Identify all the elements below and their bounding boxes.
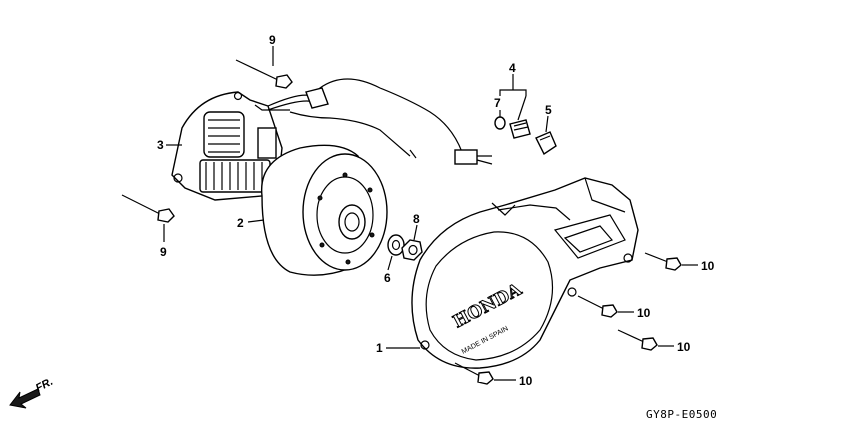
bolt-10-b bbox=[577, 295, 618, 318]
callout-2: 2 bbox=[237, 216, 244, 230]
bolt-10-c bbox=[617, 329, 658, 351]
callout-4: 4 bbox=[509, 61, 516, 75]
wire-harness bbox=[267, 78, 493, 165]
callout-3: 3 bbox=[157, 138, 164, 152]
callout-7: 7 bbox=[494, 96, 501, 110]
front-label: FR. bbox=[34, 376, 55, 395]
callout-10-b: 10 bbox=[637, 306, 651, 320]
washer-and-nut bbox=[387, 234, 423, 261]
callout-10-d: 10 bbox=[519, 374, 533, 388]
callout-10-c: 10 bbox=[677, 340, 691, 354]
leader-lines bbox=[163, 46, 698, 381]
bolt-9-bottom bbox=[121, 194, 175, 223]
callout-9-top: 9 bbox=[269, 33, 276, 47]
bolt-10-d bbox=[454, 362, 494, 385]
callout-labels: 1 2 3 4 5 6 7 8 9 9 10 10 10 10 bbox=[157, 33, 715, 388]
front-arrow-icon bbox=[9, 388, 41, 409]
stator-assembly bbox=[171, 91, 290, 201]
callout-1: 1 bbox=[376, 341, 383, 355]
front-direction-indicator: FR. bbox=[9, 376, 55, 409]
left-crankcase-cover: HONDA MADE IN SPAIN bbox=[411, 177, 639, 369]
neutral-switch-set bbox=[494, 116, 557, 156]
callout-5: 5 bbox=[545, 103, 552, 117]
callout-9-bottom: 9 bbox=[160, 245, 167, 259]
drawing-code: GY8P-E0500 bbox=[646, 408, 717, 421]
callout-8: 8 bbox=[413, 212, 420, 226]
bolt-9-top bbox=[235, 59, 293, 89]
flywheel bbox=[260, 144, 388, 276]
callout-6: 6 bbox=[384, 271, 391, 285]
callout-10-a: 10 bbox=[701, 259, 715, 273]
bolt-10-a bbox=[644, 252, 682, 271]
